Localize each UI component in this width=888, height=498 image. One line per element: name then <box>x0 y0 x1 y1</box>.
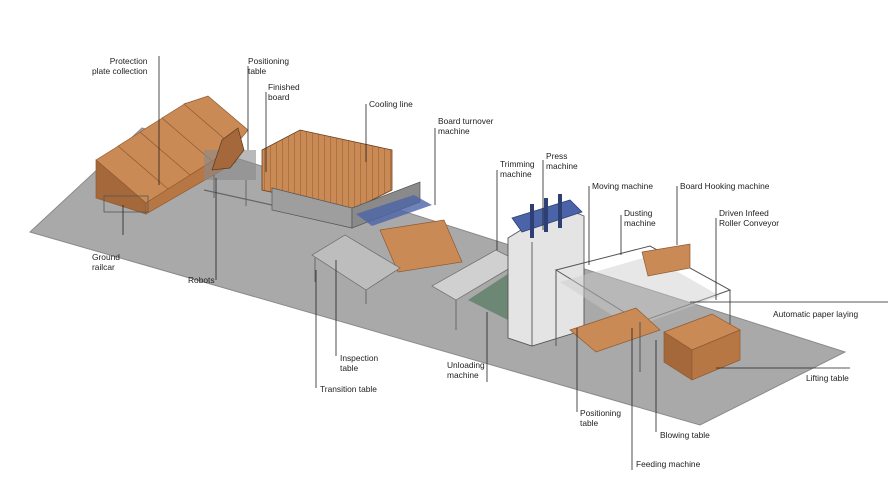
label-board-turnover-machine: Board turnover machine <box>438 116 494 136</box>
label-moving-machine: Moving machine <box>592 181 653 191</box>
label-blowing-table: Blowing table <box>660 430 710 440</box>
label-protection-plate-collection: Protection plate collection <box>92 56 148 76</box>
label-cooling-line: Cooling line <box>369 99 413 109</box>
label-automatic-paper-laying: Automatic paper laying <box>773 309 859 319</box>
label-finished-board: Finished board <box>268 82 300 102</box>
label-driven-infeed-roller-conveyor: Driven Infeed Roller Conveyor <box>719 208 780 228</box>
label-positioning-table-top: Positioning table <box>248 56 289 76</box>
turnover-area <box>311 195 463 304</box>
label-ground-railcar: Ground railcar <box>92 252 120 272</box>
label-unloading-machine: Unloading machine <box>447 360 485 380</box>
label-positioning-table-bottom: Positioning table <box>580 408 621 428</box>
label-dusting-machine: Dusting machine <box>624 208 656 228</box>
label-inspection-table: Inspection table <box>340 353 379 373</box>
label-board-hooking-machine: Board Hooking machine <box>680 181 770 191</box>
lifting-table <box>663 313 741 381</box>
label-trimming-machine: Trimming machine <box>500 159 535 179</box>
label-lifting-table: Lifting table <box>806 373 849 383</box>
robot-cell <box>203 127 273 206</box>
feeding-frame <box>554 243 732 372</box>
label-feeding-machine: Feeding machine <box>636 459 701 469</box>
leader-lines <box>122 56 888 470</box>
label-press-machine: Press machine <box>546 151 578 171</box>
press-machine <box>507 194 585 347</box>
label-transition-table: Transition table <box>320 384 377 394</box>
label-robots: Robots <box>188 275 215 285</box>
